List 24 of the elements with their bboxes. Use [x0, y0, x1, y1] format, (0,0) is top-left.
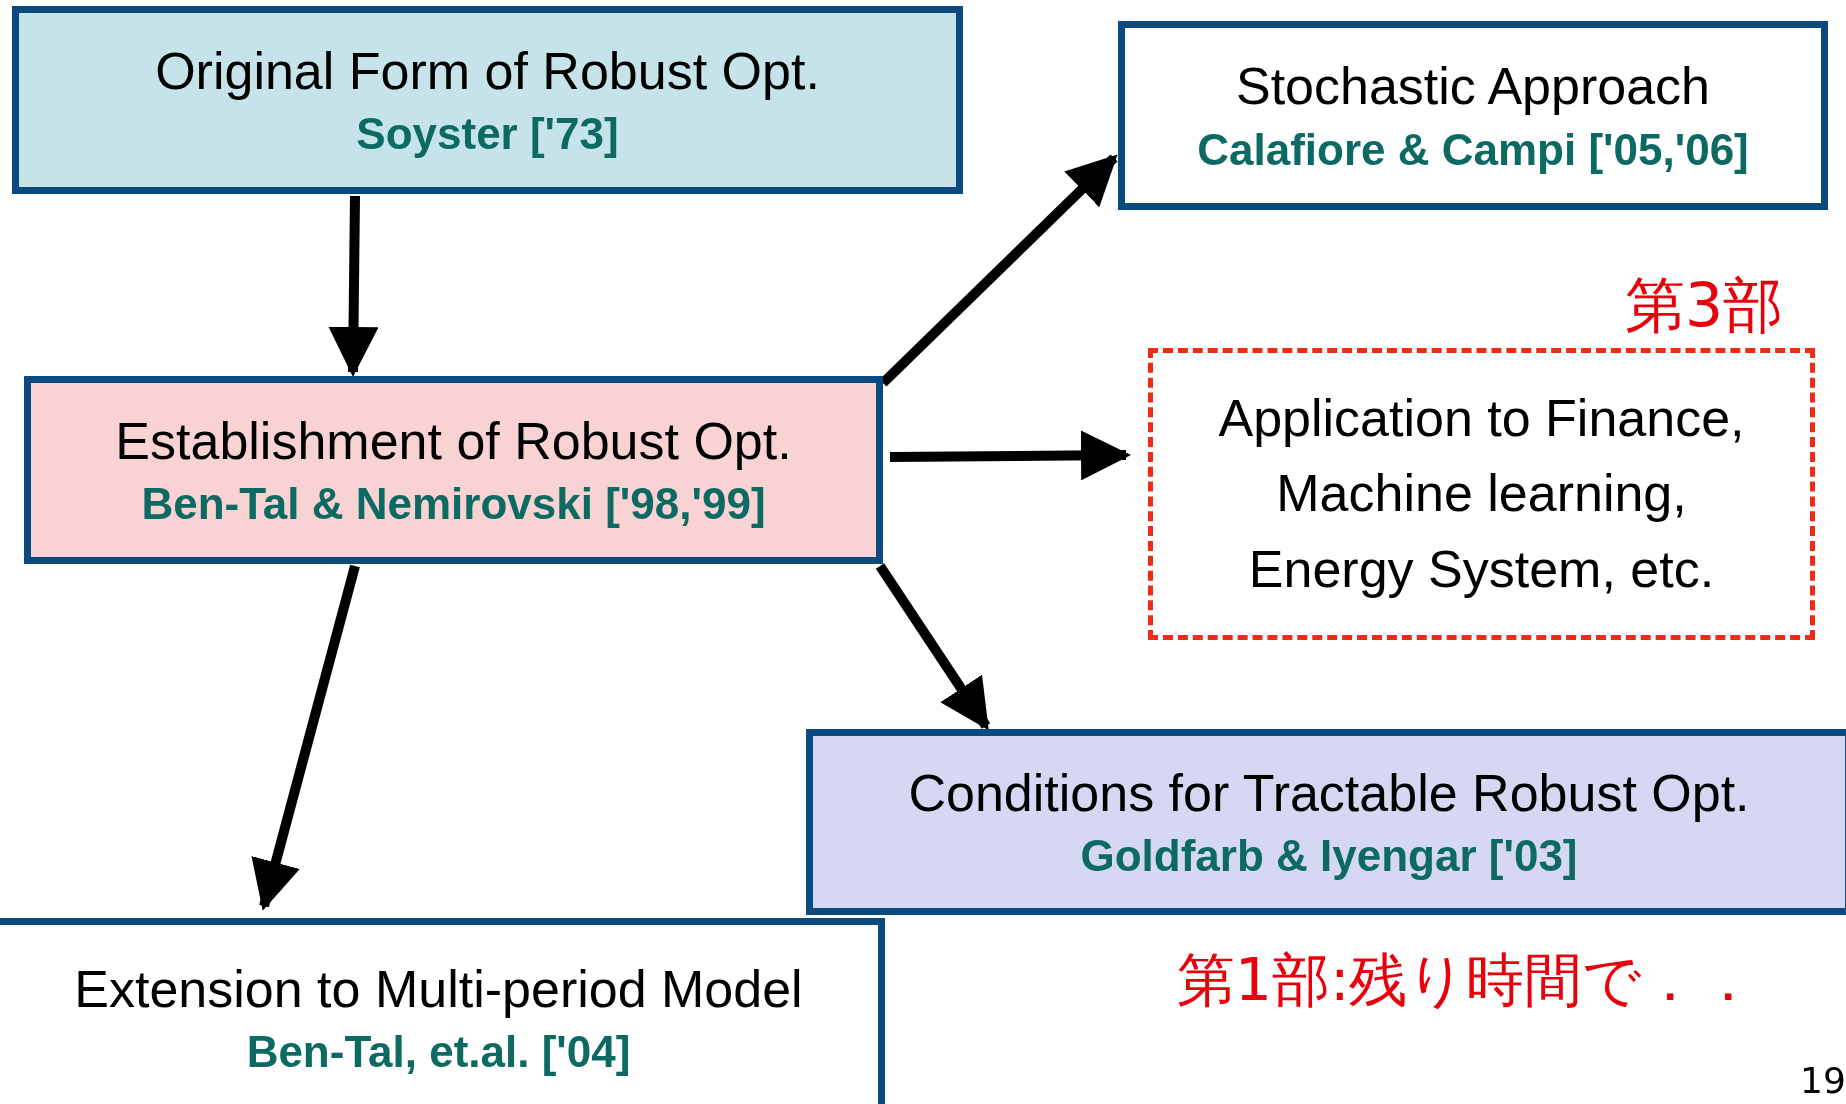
arrow	[875, 563, 991, 731]
page-number: 19	[1800, 1060, 1846, 1101]
process-box	[24, 376, 883, 564]
reference-text: Ben-Tal & Nemirovski ['98,'99]	[141, 478, 766, 531]
process-box	[0, 918, 885, 1104]
process-box	[1118, 21, 1828, 210]
heading-text: Establishment of Robust Opt.	[115, 410, 792, 472]
reference-text: Calafiore & Campi ['05,'06]	[1197, 123, 1749, 176]
process-box	[12, 6, 963, 194]
note-text: 第1部:残り時間で．．	[1177, 945, 1758, 1016]
reference-text: Goldfarb & Iyengar ['03]	[1080, 830, 1578, 883]
process-box	[806, 729, 1846, 915]
dashed-box	[1148, 348, 1815, 640]
heading-text: Extension to Multi-period Model	[74, 958, 803, 1020]
reference-text: Ben-Tal, et.al. ['04]	[246, 1026, 631, 1079]
arrow	[328, 195, 379, 377]
heading-text: Original Form of Robust Opt.	[155, 40, 820, 102]
arrow	[251, 564, 360, 911]
heading-text: Conditions for Tractable Robust Opt.	[908, 762, 1750, 824]
heading-text: Stochastic Approach	[1235, 56, 1711, 118]
reference-text: Soyster ['73]	[356, 108, 619, 161]
part-label: 第3部	[1625, 269, 1784, 342]
arrow	[889, 430, 1131, 481]
heading-text: Application to Finance, Machine learning, Energy System, etc.	[1217, 387, 1746, 600]
